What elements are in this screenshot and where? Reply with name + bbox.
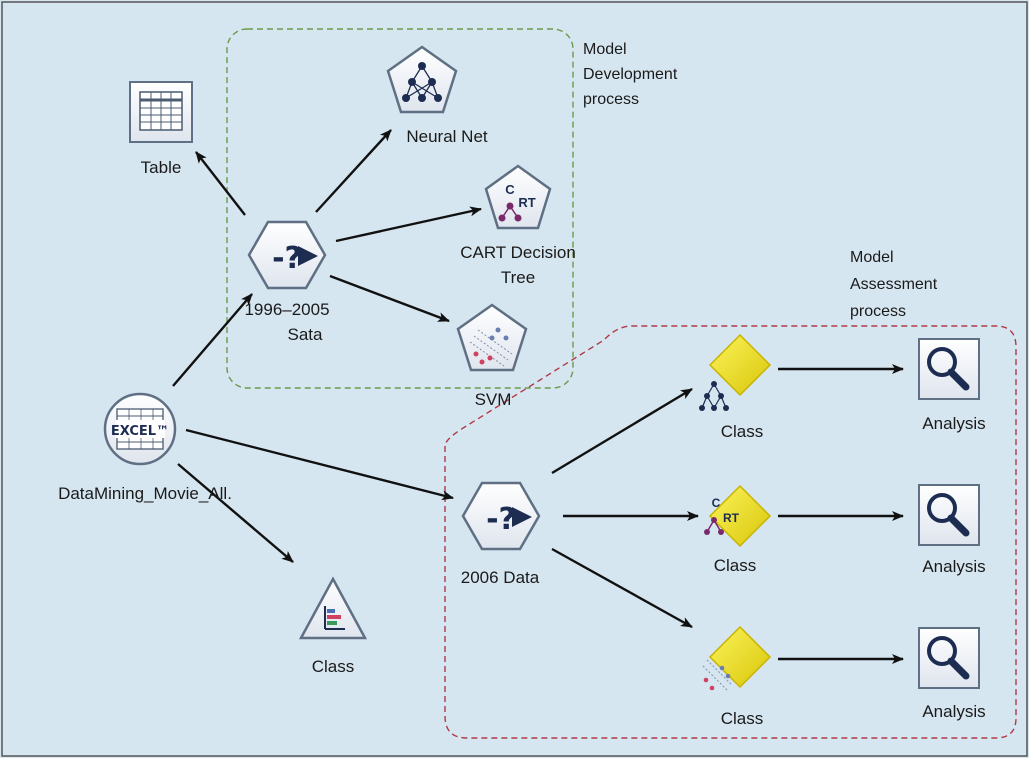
node-label: Table: [141, 158, 182, 177]
edge-type2006-classsvm: [551, 547, 693, 629]
cart-icon-c: C: [505, 182, 515, 197]
node-label: Class: [721, 422, 764, 441]
edge-type1996-cart: [335, 206, 482, 243]
excel-source-node[interactable]: EXCEL™ DataMining_Movie_All.: [58, 392, 232, 503]
edge-excel-type1996: [172, 293, 253, 387]
class-cart-nugget[interactable]: C RT Class: [704, 484, 772, 575]
svg-text:-?: -?: [486, 502, 516, 537]
type-node-icon: -?: [461, 481, 541, 551]
model-development-region: [226, 28, 574, 389]
excel-source-icon: EXCEL™: [103, 392, 177, 466]
neural-net-icon: [386, 45, 458, 114]
class-svm-nugget[interactable]: Class: [702, 625, 772, 728]
excel-icon-text: EXCEL™: [111, 424, 169, 439]
edge-excel-distribution: [177, 463, 294, 563]
analysis-node-3[interactable]: Analysis: [918, 627, 986, 721]
distribution-class-node[interactable]: Class: [298, 576, 368, 676]
analysis-node-2[interactable]: Analysis: [918, 484, 986, 576]
edge-type1996-neuralnet: [315, 129, 392, 213]
region-label-line: process: [850, 303, 906, 320]
analysis-node-1[interactable]: Analysis: [918, 338, 986, 433]
magnifier-icon: [918, 338, 980, 400]
node-label: Analysis: [922, 414, 985, 433]
node-label: Class: [721, 709, 764, 728]
region-label-line: Development: [583, 66, 678, 83]
region-label-line: process: [583, 91, 639, 108]
region-label-line: Model: [850, 249, 894, 266]
edges: [172, 129, 904, 664]
model-development-label: Model Development process: [583, 41, 678, 108]
magnifier-icon: [918, 627, 980, 689]
edge-type1996-table: [195, 151, 246, 216]
nn-model-nugget-icon: [699, 333, 772, 411]
node-label: 2006 Data: [461, 568, 540, 587]
node-label: 1996–2005: [244, 300, 329, 319]
distribution-graph-icon: [298, 576, 368, 640]
node-label: Tree: [501, 268, 535, 287]
edge-type2006-classnn: [551, 387, 693, 475]
type-node-icon: -?: [247, 220, 327, 290]
svm-node[interactable]: SVM: [456, 303, 528, 409]
cart-tree-icon: C RT: [484, 164, 552, 230]
svm-icon: [456, 303, 528, 372]
edge-type1996-svm: [329, 274, 450, 323]
node-label: Analysis: [922, 702, 985, 721]
region-label-line: Model: [583, 41, 627, 58]
class-neural-net-nugget[interactable]: Class: [699, 333, 772, 441]
node-label: SVM: [475, 390, 512, 409]
svg-text:-?: -?: [272, 241, 302, 276]
node-label: Class: [312, 657, 355, 676]
model-assessment-label: Model Assessment process: [850, 249, 938, 320]
cart-model-nugget-icon: C RT: [704, 484, 772, 548]
type-2006-node[interactable]: -? 2006 Data: [461, 481, 541, 587]
node-label: Sata: [288, 325, 324, 344]
type-1996-2005-node[interactable]: -? 1996–2005 Sata: [244, 220, 330, 344]
region-label-line: Assessment: [850, 276, 938, 293]
cart-icon-c: C: [712, 496, 721, 510]
svm-model-nugget-icon: [702, 625, 772, 691]
table-icon: [129, 81, 193, 143]
node-label: Neural Net: [406, 127, 488, 146]
neural-net-node[interactable]: Neural Net: [386, 45, 488, 146]
cart-icon-rt: RT: [723, 511, 740, 525]
node-label: Class: [714, 556, 757, 575]
model-assessment-region: [444, 325, 1017, 739]
cart-icon-rt: RT: [518, 195, 535, 210]
cart-decision-tree-node[interactable]: C RT CART Decision Tree: [460, 164, 576, 287]
node-label: Analysis: [922, 557, 985, 576]
node-label: DataMining_Movie_All.: [58, 484, 232, 503]
node-label: CART Decision: [460, 243, 576, 262]
magnifier-icon: [918, 484, 980, 546]
edge-excel-type2006: [185, 428, 454, 501]
table-node[interactable]: Table: [129, 81, 193, 177]
